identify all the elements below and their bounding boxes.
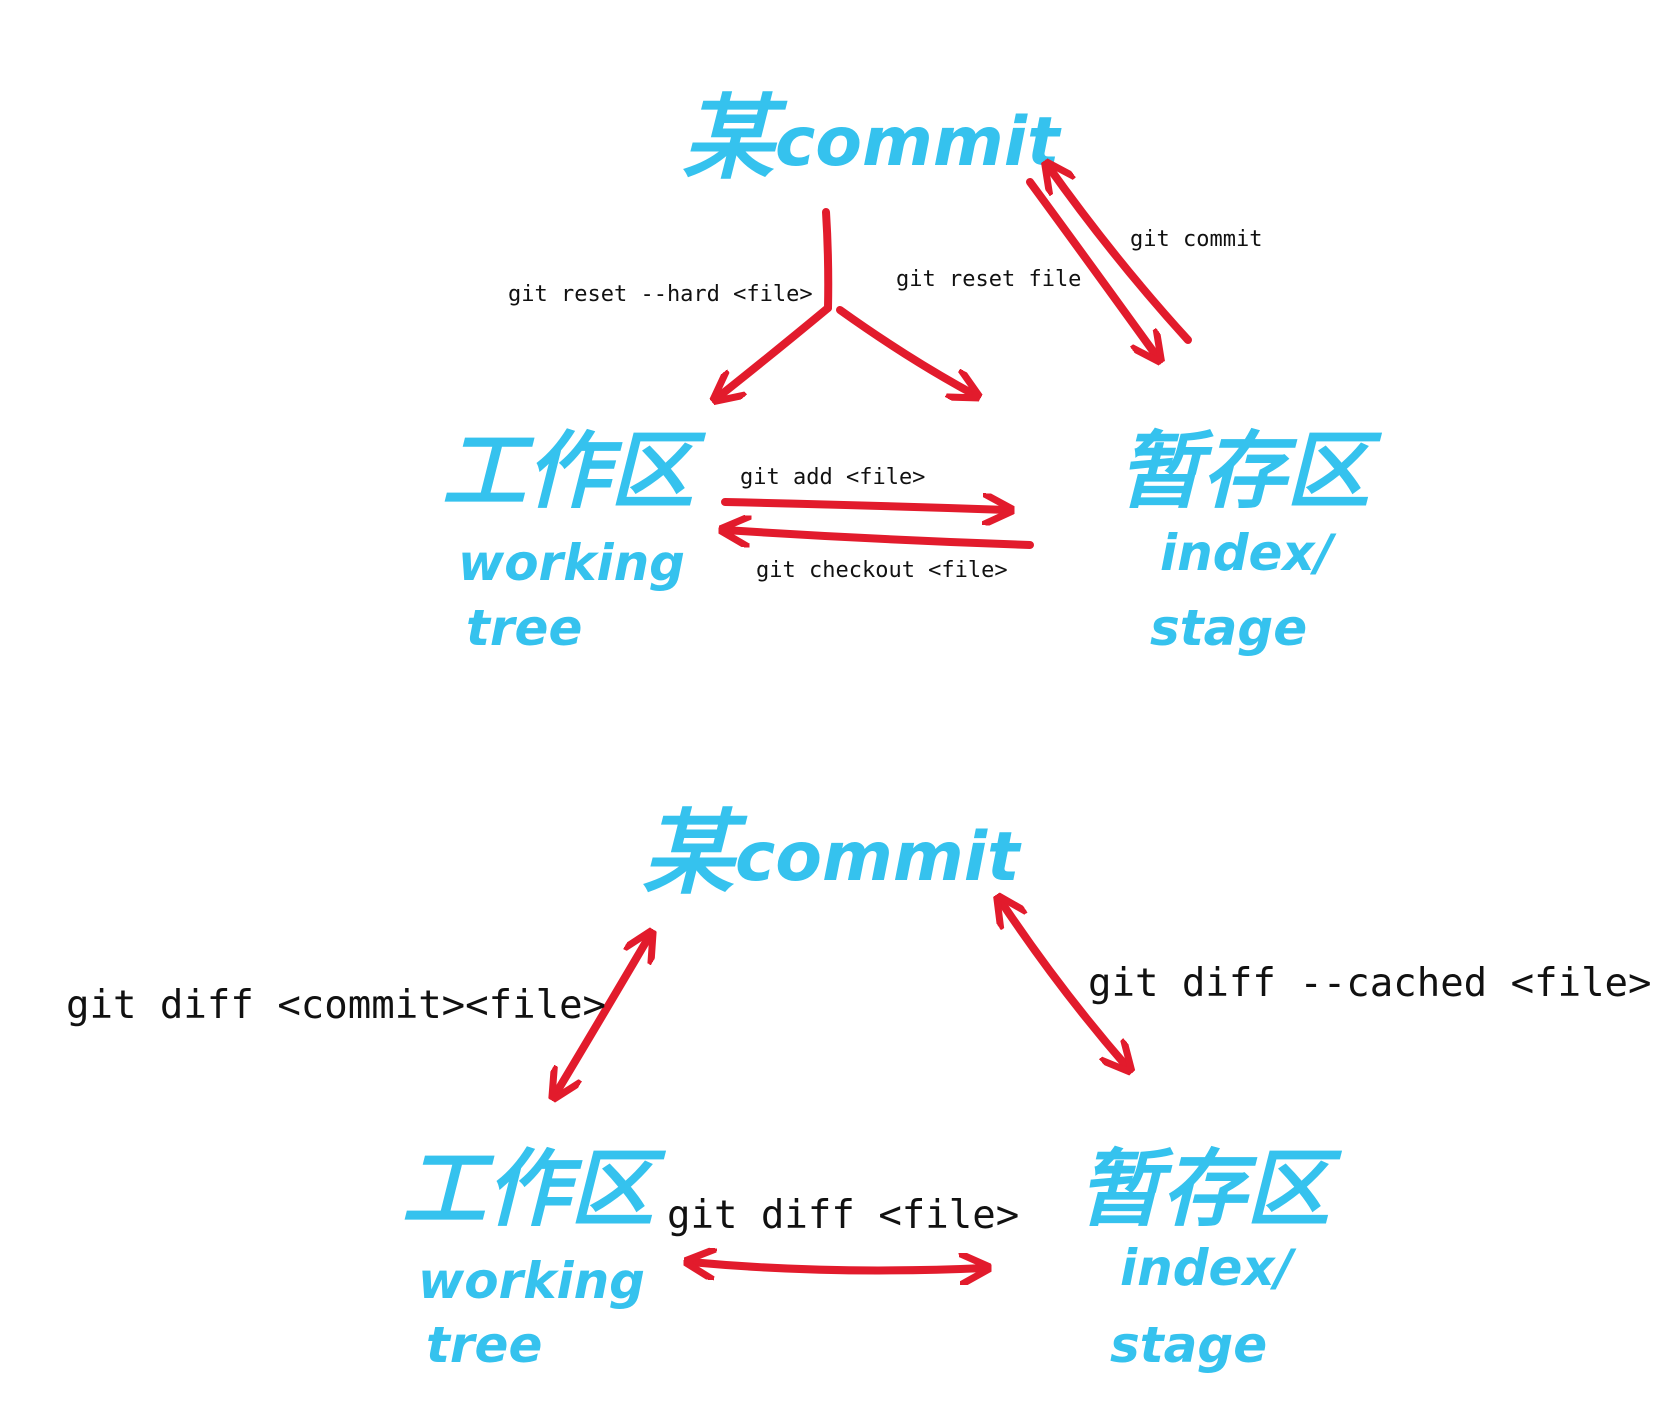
label-diff-commit: git diff <commit><file>: [66, 983, 606, 1028]
commit-stage-arrows: [1026, 166, 1192, 358]
bottom-commit-en: commit: [735, 818, 1022, 897]
label-git-add: git add <file>: [740, 465, 925, 490]
label-diff-file: git diff <file>: [667, 1193, 1019, 1238]
bottom-worktree-en-1: working: [418, 1252, 645, 1310]
top-stage-en-2: stage: [1150, 599, 1307, 657]
label-reset-hard: git reset --hard <file>: [508, 282, 813, 307]
git-commit-arrow: [1048, 166, 1192, 344]
bottom-stage-node: 暂存区 index/ stage: [1078, 1140, 1343, 1374]
bottom-worktree-en-2: tree: [426, 1316, 542, 1374]
label-reset-file: git reset file: [896, 267, 1081, 292]
diff-file-arrow: [690, 1262, 985, 1270]
top-commit-zh: 某: [682, 85, 788, 192]
bottom-stage-zh: 暂存区: [1078, 1140, 1343, 1238]
bottom-stage-en-1: index/: [1120, 1239, 1297, 1297]
git-checkout-arrow: [725, 530, 1034, 549]
top-worktree-en-2: tree: [466, 599, 582, 657]
reset-arrow-stem: [822, 208, 833, 312]
top-worktree-zh: 工作区: [442, 422, 707, 520]
bottom-commit-zh: 某: [642, 800, 748, 907]
label-diff-cached: git diff --cached <file>: [1088, 961, 1652, 1006]
reset-to-stage-arrow: [1026, 178, 1158, 358]
diff-cached-arrow: [1000, 900, 1128, 1068]
top-stage-en-1: index/: [1160, 524, 1337, 582]
bottom-worktree-node: 工作区 working tree: [402, 1140, 667, 1374]
top-worktree-en-1: working: [458, 534, 685, 592]
bottom-commit-node: 某 commit: [642, 800, 1022, 907]
top-commit-en: commit: [775, 103, 1062, 182]
bottom-worktree-zh: 工作区: [402, 1140, 667, 1238]
reset-file-arrow: [836, 306, 975, 395]
bottom-stage-en-2: stage: [1110, 1316, 1267, 1374]
top-stage-node: 暂存区 index/ stage: [1118, 422, 1383, 657]
top-worktree-node: 工作区 working tree: [442, 422, 707, 657]
reset-hard-arrow: [717, 304, 832, 398]
git-add-arrow: [721, 502, 1008, 510]
reset-fork-arrow: [717, 208, 975, 398]
top-stage-zh: 暂存区: [1118, 422, 1383, 520]
label-git-checkout: git checkout <file>: [756, 558, 1008, 583]
top-diagram: 某 commit 工作区 working tree 暂存区 index/ sta…: [442, 85, 1383, 657]
worktree-stage-arrows: [721, 502, 1034, 549]
diff-commit-arrow: [555, 935, 650, 1095]
bottom-diagram: 某 commit 工作区 working tree 暂存区 index/ sta…: [66, 800, 1652, 1374]
top-commit-node: 某 commit: [682, 85, 1062, 192]
label-git-commit: git commit: [1130, 227, 1262, 252]
